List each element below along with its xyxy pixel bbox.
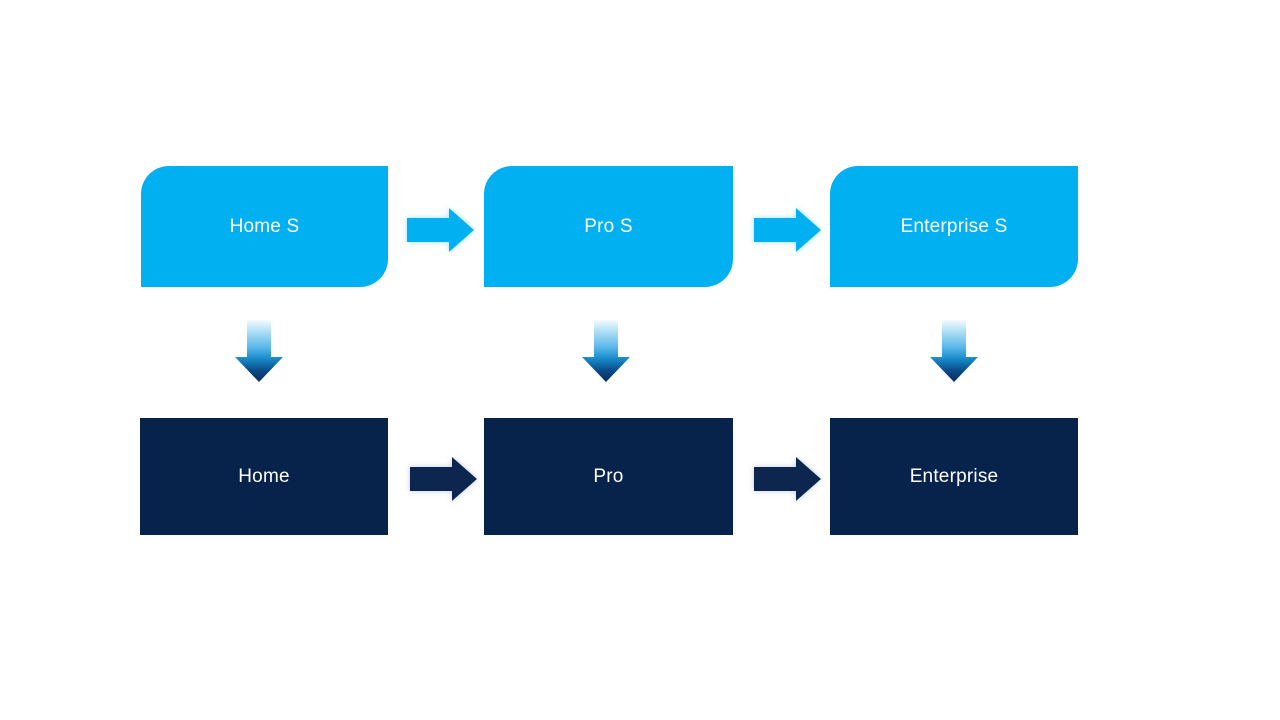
down-arrow-pro-s-to-pro-icon (582, 320, 630, 382)
right-arrow-pro-s-to-enterprise-s-icon (754, 208, 821, 252)
box-enterprise: Enterprise (830, 418, 1078, 535)
box-pro-s-label: Pro S (584, 215, 633, 237)
right-arrow-pro-to-enterprise-icon (754, 457, 821, 501)
box-enterprise-s-label: Enterprise S (900, 215, 1008, 237)
right-arrow-home-to-pro-icon (410, 457, 477, 501)
box-home-s-label: Home S (229, 215, 300, 237)
box-home-s: Home S (141, 166, 388, 287)
box-enterprise-s: Enterprise S (830, 166, 1078, 287)
down-arrow-home-s-to-home-icon (235, 320, 283, 382)
box-pro-label: Pro (593, 465, 624, 487)
box-home: Home (140, 418, 388, 535)
right-arrow-home-s-to-pro-s-icon (407, 208, 474, 252)
box-pro-s: Pro S (484, 166, 733, 287)
box-home-label: Home (238, 465, 290, 487)
down-arrow-enterprise-s-to-enterprise-icon (930, 320, 978, 382)
box-enterprise-label: Enterprise (909, 465, 999, 487)
box-pro: Pro (484, 418, 733, 535)
